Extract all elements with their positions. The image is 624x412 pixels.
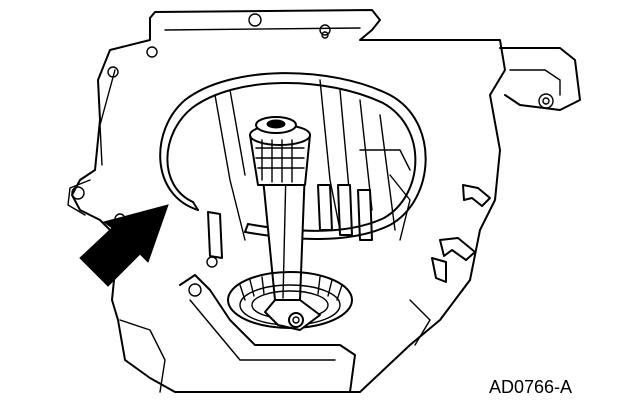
planetary-gear-assembly (227, 271, 353, 331)
snap-ring (159, 72, 427, 240)
input-shaft (249, 116, 311, 301)
case-internal-ribs (207, 79, 411, 259)
pointer-arrow (79, 204, 169, 287)
transmission-case-outline (67, 9, 506, 393)
case-tabs-right (431, 184, 491, 283)
lower-case-channel (119, 256, 431, 393)
figure-code-label: AD0766-A (488, 377, 572, 397)
arrow-icon (79, 204, 169, 287)
case-bracket-upper-right (499, 47, 581, 111)
